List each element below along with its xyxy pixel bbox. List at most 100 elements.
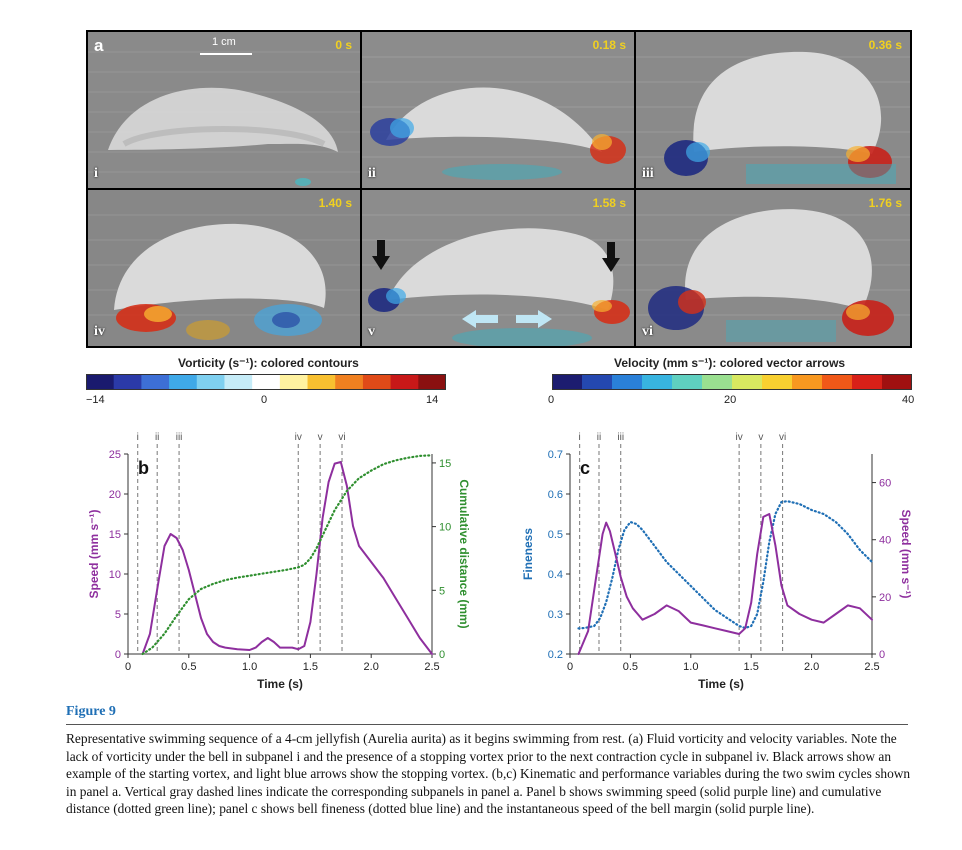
jellyfish-frame-image — [88, 32, 360, 188]
x-tick-label: 1.0 — [242, 661, 257, 673]
caption-divider — [66, 724, 908, 725]
frame-time: 1.76 s — [868, 196, 902, 210]
vorticity-tick-mid: 0 — [261, 394, 268, 406]
event-label-ii: ii — [155, 432, 159, 443]
jellyfish-frame-image — [636, 32, 910, 188]
series-line-solid — [577, 513, 873, 655]
x-tick-label: 2.5 — [424, 661, 439, 673]
colorbar-swatch — [307, 374, 336, 390]
x-tick-label: 1.0 — [683, 661, 698, 673]
event-label-iii: iii — [617, 432, 624, 443]
colorbar-swatch — [224, 374, 253, 390]
velocity-colorbar — [552, 374, 912, 390]
frame-roman: iii — [642, 166, 654, 181]
scale-bar-label: 1 cm — [212, 36, 236, 48]
colorbar-swatch — [882, 374, 912, 390]
y2-tick-label: 40 — [879, 535, 891, 547]
y-tick-label: 0.5 — [548, 529, 563, 541]
y2-tick-label: 0 — [879, 649, 885, 661]
event-label-vi: vi — [779, 432, 786, 443]
light-blue-arrow-left — [462, 310, 498, 328]
black-arrow-right — [602, 242, 620, 272]
frame-iv: 1.40 s iv — [88, 190, 360, 346]
velocity-tick-min: 0 — [548, 394, 555, 406]
colorbar-swatch — [169, 374, 198, 390]
y-tick-label: 15 — [109, 529, 121, 541]
y-tick-label: 0.6 — [548, 489, 563, 501]
series-line-solid — [141, 461, 433, 655]
x-tick-label: 2.5 — [864, 661, 879, 673]
y-tick-label: 0.7 — [548, 449, 563, 461]
colorbar-swatch — [822, 374, 853, 390]
colorbar-swatch — [196, 374, 225, 390]
colorbar-swatch — [852, 374, 883, 390]
velocity-colorbar-title: Velocity (mm s⁻¹): colored vector arrows — [614, 356, 846, 370]
panel-letter-box — [576, 458, 598, 478]
x-tick-label: 0.5 — [623, 661, 638, 673]
velocity-tick-mid: 20 — [724, 394, 737, 406]
colorbar-border — [86, 374, 446, 390]
colorbar-swatch — [672, 374, 703, 390]
frame-iii: 0.36 s iii — [636, 32, 910, 188]
x-axis-label: Time (s) — [698, 677, 744, 691]
event-label-iii: iii — [176, 432, 183, 443]
panel-letter-c: c — [580, 458, 590, 478]
frame-time: 0.36 s — [868, 38, 902, 52]
frame-roman: ii — [368, 166, 376, 181]
colorbar-swatch — [582, 374, 613, 390]
y-tick-label: 0.4 — [548, 569, 563, 581]
jellyfish-frame-image — [362, 190, 634, 346]
x-tick-label: 0.5 — [181, 661, 196, 673]
x-tick-label: 2.0 — [804, 661, 819, 673]
colorbar-swatch — [612, 374, 643, 390]
y-axis-label: Speed (mm s⁻¹) — [87, 509, 101, 598]
scale-bar — [200, 53, 252, 55]
event-label-iv: iv — [736, 432, 743, 443]
frame-roman: iv — [94, 324, 105, 339]
vorticity-colorbar — [86, 374, 446, 390]
frame-vi: 1.76 s vi — [636, 190, 910, 346]
black-arrow-left — [372, 240, 390, 270]
y2-tick-label: 20 — [879, 592, 891, 604]
frame-ii: 0.18 s ii — [362, 32, 634, 188]
y-tick-label: 25 — [109, 449, 121, 461]
vorticity-tick-min: −14 — [86, 394, 105, 406]
vorticity-colorbar-title: Vorticity (s⁻¹): colored contours — [178, 356, 359, 370]
event-label-i: i — [137, 432, 139, 443]
y-tick-label: 0.2 — [548, 649, 563, 661]
frame-roman: v — [368, 324, 375, 339]
event-label-i: i — [579, 432, 581, 443]
vorticity-tick-max: 14 — [426, 394, 439, 406]
colorbar-swatch — [552, 374, 583, 390]
event-label-iv: iv — [295, 432, 302, 443]
colorbar-swatch — [141, 374, 170, 390]
frame-time: 1.40 s — [318, 196, 352, 210]
y-axis-label: Fineness — [521, 528, 535, 580]
colorbar-swatch — [792, 374, 823, 390]
colorbar-swatch — [362, 374, 392, 390]
event-label-ii: ii — [597, 432, 601, 443]
x-tick-label: 2.0 — [364, 661, 379, 673]
y-tick-label: 10 — [109, 569, 121, 581]
colorbar-swatch — [642, 374, 673, 390]
colorbar-swatch — [732, 374, 763, 390]
light-blue-arrow-right — [516, 310, 552, 328]
frame-i: a 1 cm 0 s i — [88, 32, 360, 188]
panel-letter-box — [134, 458, 156, 478]
y2-axis-label: Speed (mm s⁻¹) — [899, 509, 913, 598]
panel-a-image-grid: a 1 cm 0 s i 0.18 s ii — [86, 30, 912, 348]
y-tick-label: 0.3 — [548, 609, 563, 621]
x-tick-label: 0 — [125, 661, 131, 673]
frame-v: 1.58 s v — [362, 190, 634, 346]
frame-roman: i — [94, 166, 98, 181]
event-label-v: v — [318, 432, 323, 443]
colorbar-swatch — [86, 374, 115, 390]
colorbar-swatch — [113, 374, 142, 390]
panel-letter-a: a — [94, 36, 104, 55]
figure-caption: Representative swimming sequence of a 4-… — [66, 731, 911, 817]
series-line-dotted — [577, 500, 874, 630]
y-tick-label: 20 — [109, 489, 121, 501]
